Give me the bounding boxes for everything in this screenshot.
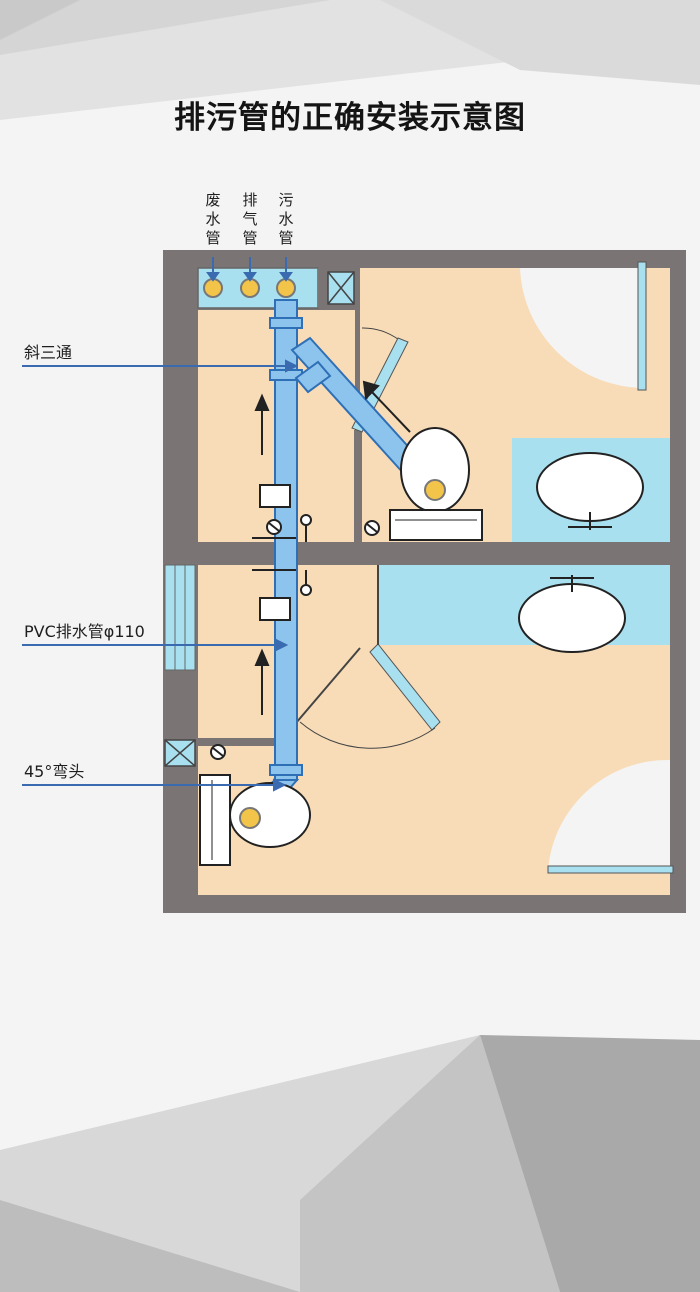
elbow-label: 45°弯头 (24, 762, 84, 781)
vent-pipe-label-3: 管 (242, 229, 257, 247)
middle-wall (198, 542, 670, 565)
vent-pipe-label-1: 排 (242, 191, 257, 209)
lower-left-wall (163, 670, 198, 748)
floor-drain-icons (210, 519, 380, 760)
flow-arrow-icons (254, 380, 411, 715)
oblique-tee-label: 斜三通 (24, 343, 72, 362)
callout-lines (22, 257, 299, 792)
window (164, 564, 196, 671)
waste-water-pipe-label-2: 水 (205, 210, 220, 228)
toilet-upper (389, 427, 483, 541)
sewage-pipe-label-3: 管 (278, 229, 293, 247)
partition-lower (198, 738, 280, 746)
waste-water-pipe-label-1: 废 (205, 191, 220, 209)
vent-box-lower (164, 739, 196, 767)
sewage-pipe-label-2: 水 (278, 210, 293, 228)
door-panel-upper-right (637, 261, 647, 391)
door-opening-lower-right (548, 759, 670, 870)
page-title: 排污管的正确安装示意图 (174, 100, 526, 136)
sink-basin-lower (518, 583, 626, 653)
faucet-upper (568, 512, 612, 530)
shower-valves (252, 484, 312, 621)
sewage-pipe-label-1: 污 (278, 191, 293, 209)
pipe-shaft-ends (203, 278, 296, 298)
sink-basin-upper (536, 452, 644, 522)
waste-water-pipe-label-3: 管 (205, 229, 220, 247)
vent-box-upper (327, 271, 355, 305)
partition-upper (354, 430, 362, 542)
tee-collar (294, 360, 332, 394)
door-lower (289, 565, 441, 749)
pvc-pipe-label: PVC排水管φ110 (24, 622, 145, 641)
door-opening-upper-right (520, 268, 645, 389)
door-panel-lower-right (547, 865, 674, 874)
vent-pipe-label-2: 气 (242, 210, 257, 228)
faucet-lower (550, 575, 594, 592)
toilet-lower (199, 774, 311, 866)
